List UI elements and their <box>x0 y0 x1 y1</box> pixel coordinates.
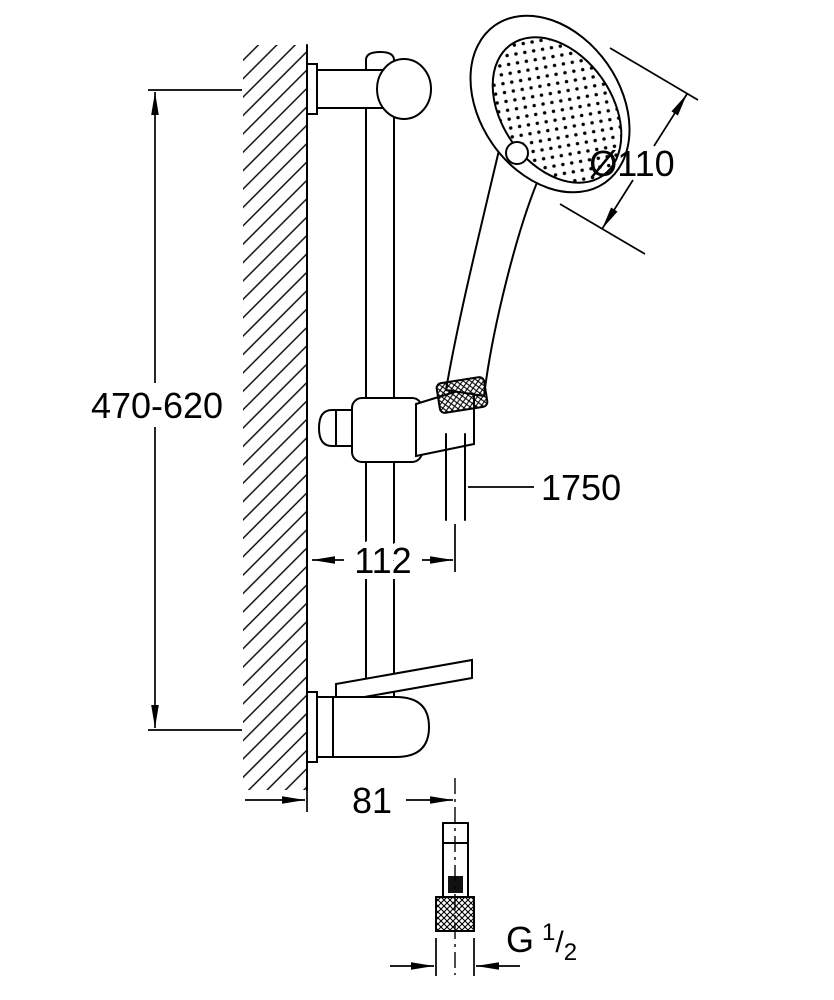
top-bracket-flange <box>306 63 318 115</box>
shower-hose <box>445 433 466 521</box>
hose-length-label: 1750 <box>541 467 621 508</box>
shower-handle <box>444 144 543 398</box>
glide-element <box>317 384 475 463</box>
extension-line-upper <box>609 47 699 101</box>
soap-dish <box>335 658 473 704</box>
head-diameter-label: Ø110 <box>589 143 674 184</box>
dimension-line-lower <box>601 179 634 230</box>
dimension-head-diameter: Ø110 <box>559 47 699 255</box>
slider-body <box>351 397 423 463</box>
hand-shower <box>435 14 631 414</box>
dimension-line-upper <box>653 93 688 147</box>
offset-top-label: 112 <box>354 540 411 581</box>
top-wall-bracket <box>306 58 432 120</box>
wall-section <box>243 44 308 791</box>
dimension-height-range: 470-620 <box>91 89 242 731</box>
dimension-hose-length: 1750 <box>468 467 621 508</box>
connector-detail <box>448 876 463 893</box>
bottom-wall-bracket <box>306 658 473 763</box>
dimension-offset-bottom: 81 <box>245 780 453 821</box>
height-range-label: 470-620 <box>91 385 223 426</box>
wall-hatching <box>243 45 307 790</box>
slider-lock-knob <box>317 409 359 447</box>
dimension-offset-top: 112 <box>312 524 456 587</box>
shower-rail <box>365 50 395 698</box>
spray-center-cap <box>505 141 529 165</box>
bottom-bracket-flange <box>306 691 318 763</box>
handle-grip-ring <box>435 376 489 414</box>
bottom-bracket-body <box>315 696 431 758</box>
offset-bottom-label: 81 <box>352 780 392 821</box>
top-bracket-clamp <box>376 58 432 120</box>
